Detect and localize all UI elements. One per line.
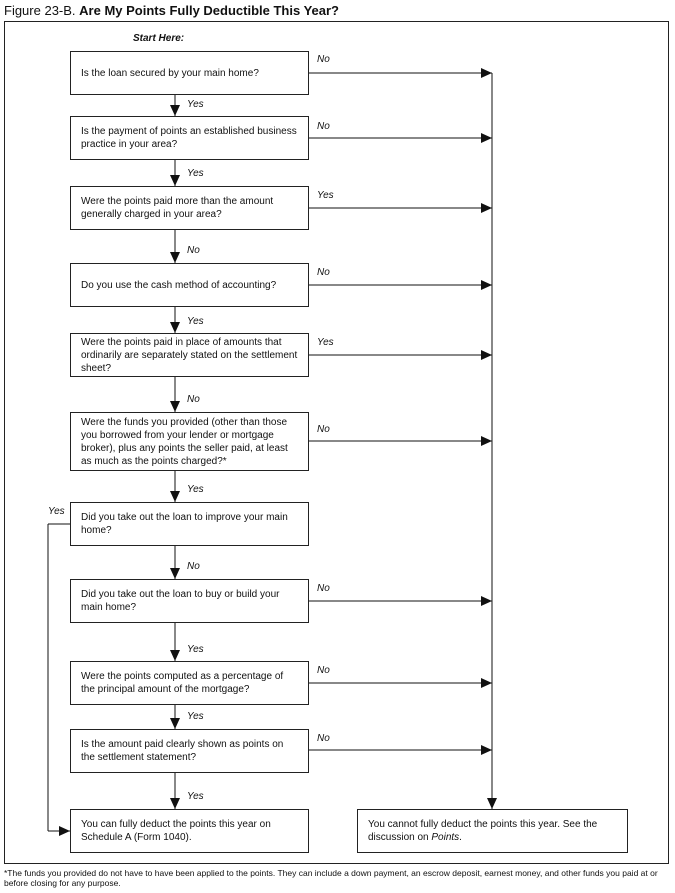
down-label: No xyxy=(187,561,200,572)
outcome-not-deductible-ref: Points xyxy=(431,832,460,843)
side-label: Yes xyxy=(317,337,334,348)
question-box: Is the payment of points an established … xyxy=(70,116,309,160)
outcome-deductible-box: You can fully deduct the points this yea… xyxy=(70,809,309,853)
question-box: Did you take out the loan to buy or buil… xyxy=(70,579,309,623)
side-label: Yes xyxy=(317,190,334,201)
down-label: Yes xyxy=(187,791,204,802)
down-label: Yes xyxy=(187,484,204,495)
down-label: No xyxy=(187,245,200,256)
question-text: Is the loan secured by your main home? xyxy=(81,67,259,79)
down-label: Yes xyxy=(187,316,204,327)
down-label: Yes xyxy=(187,99,204,110)
outcome-not-deductible-text: You cannot fully deduct the points this … xyxy=(368,818,617,844)
side-label: No xyxy=(317,267,330,278)
outcome-not-deductible-suffix: . xyxy=(459,832,462,843)
question-text: Did you take out the loan to buy or buil… xyxy=(81,589,280,613)
outcome-not-deductible-box: You cannot fully deduct the points this … xyxy=(357,809,628,853)
side-label: No xyxy=(317,733,330,744)
footnote: *The funds you provided do not have to h… xyxy=(4,868,658,888)
figure-heading: Are My Points Fully Deductible This Year… xyxy=(79,3,339,18)
question-box: Were the funds you provided (other than … xyxy=(70,412,309,471)
figure-number: Figure 23-B. xyxy=(4,3,76,18)
down-label: No xyxy=(187,394,200,405)
side-label: No xyxy=(317,54,330,65)
question-text: Were the points paid in place of amounts… xyxy=(81,336,298,374)
question-box: Is the loan secured by your main home? xyxy=(70,51,309,95)
question-box: Were the points paid in place of amounts… xyxy=(70,333,309,377)
question-text: Were the funds you provided (other than … xyxy=(81,416,288,467)
question-box: Were the points paid more than the amoun… xyxy=(70,186,309,230)
question-text: Is the payment of points an established … xyxy=(81,126,297,150)
question-box: Do you use the cash method of accounting… xyxy=(70,263,309,307)
question-text: Were the points paid more than the amoun… xyxy=(81,196,274,220)
start-here-label: Start Here: xyxy=(133,33,185,44)
outcome-deductible-text: You can fully deduct the points this yea… xyxy=(81,819,271,843)
figure-title: Figure 23-B. Are My Points Fully Deducti… xyxy=(4,3,339,18)
question-text: Were the points computed as a percentage… xyxy=(81,671,284,695)
side-label: No xyxy=(317,583,330,594)
question-text: Is the amount paid clearly shown as poin… xyxy=(81,739,284,763)
question-box: Did you take out the loan to improve you… xyxy=(70,502,309,546)
question-box: Were the points computed as a percentage… xyxy=(70,661,309,705)
question-text: Do you use the cash method of accounting… xyxy=(81,279,277,291)
down-label: Yes xyxy=(187,168,204,179)
side-label-left: Yes xyxy=(48,506,65,517)
side-label: No xyxy=(317,665,330,676)
side-label: No xyxy=(317,121,330,132)
outcome-not-deductible-prefix: You cannot fully deduct the points this … xyxy=(368,819,598,843)
question-text: Did you take out the loan to improve you… xyxy=(81,512,288,536)
side-label: No xyxy=(317,424,330,435)
flowchart-frame xyxy=(4,21,669,864)
down-label: Yes xyxy=(187,644,204,655)
question-box: Is the amount paid clearly shown as poin… xyxy=(70,729,309,773)
down-label: Yes xyxy=(187,711,204,722)
